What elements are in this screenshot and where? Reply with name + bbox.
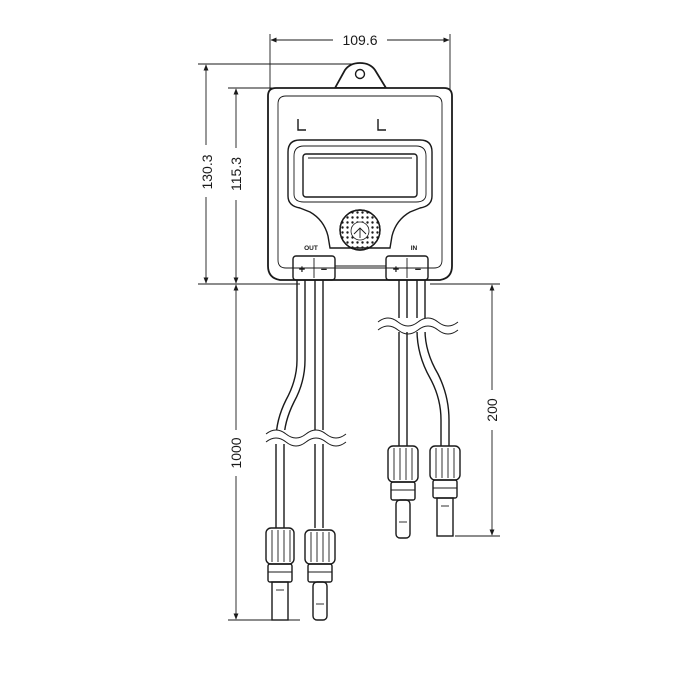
out-label: OUT xyxy=(304,245,318,252)
connector-in-plus xyxy=(387,445,419,539)
out-minus-label: − xyxy=(321,264,327,276)
connector-out-plus xyxy=(265,527,295,621)
dimension-cable-short-label: 200 xyxy=(484,398,500,422)
corner-mark-left xyxy=(297,119,306,131)
dimension-cable-long: 1000 xyxy=(226,284,300,621)
in-label: IN xyxy=(411,245,418,252)
cable-in-minus xyxy=(416,280,450,446)
dimension-cable-long-label: 1000 xyxy=(228,437,244,468)
in-minus-label: − xyxy=(415,264,421,276)
dimension-height-total-label: 130.3 xyxy=(199,154,215,189)
junction-box-body: OUT IN + − + − xyxy=(267,62,453,281)
in-plus-label: + xyxy=(393,264,399,276)
cable-out-minus xyxy=(314,280,324,528)
cable-break-left xyxy=(265,429,347,447)
connector-in-minus xyxy=(429,445,461,537)
logo-icon xyxy=(353,227,367,238)
dimension-height-body-label: 115.3 xyxy=(228,157,244,191)
out-terminal-block xyxy=(292,255,336,281)
out-plus-label: + xyxy=(299,264,305,276)
corner-mark-right xyxy=(377,119,386,131)
label-window xyxy=(302,153,418,198)
cable-out-plus xyxy=(275,280,306,528)
dimension-cable-short: 200 xyxy=(430,283,502,537)
cable-break-right xyxy=(377,317,459,335)
dimension-height-total: 130.3 xyxy=(196,63,360,285)
cable-in-plus xyxy=(398,280,408,446)
mounting-hole-icon xyxy=(354,68,366,80)
dimension-width: 109.6 xyxy=(269,30,451,90)
dimension-width-label: 109.6 xyxy=(342,32,377,48)
connector-out-minus xyxy=(304,529,336,621)
